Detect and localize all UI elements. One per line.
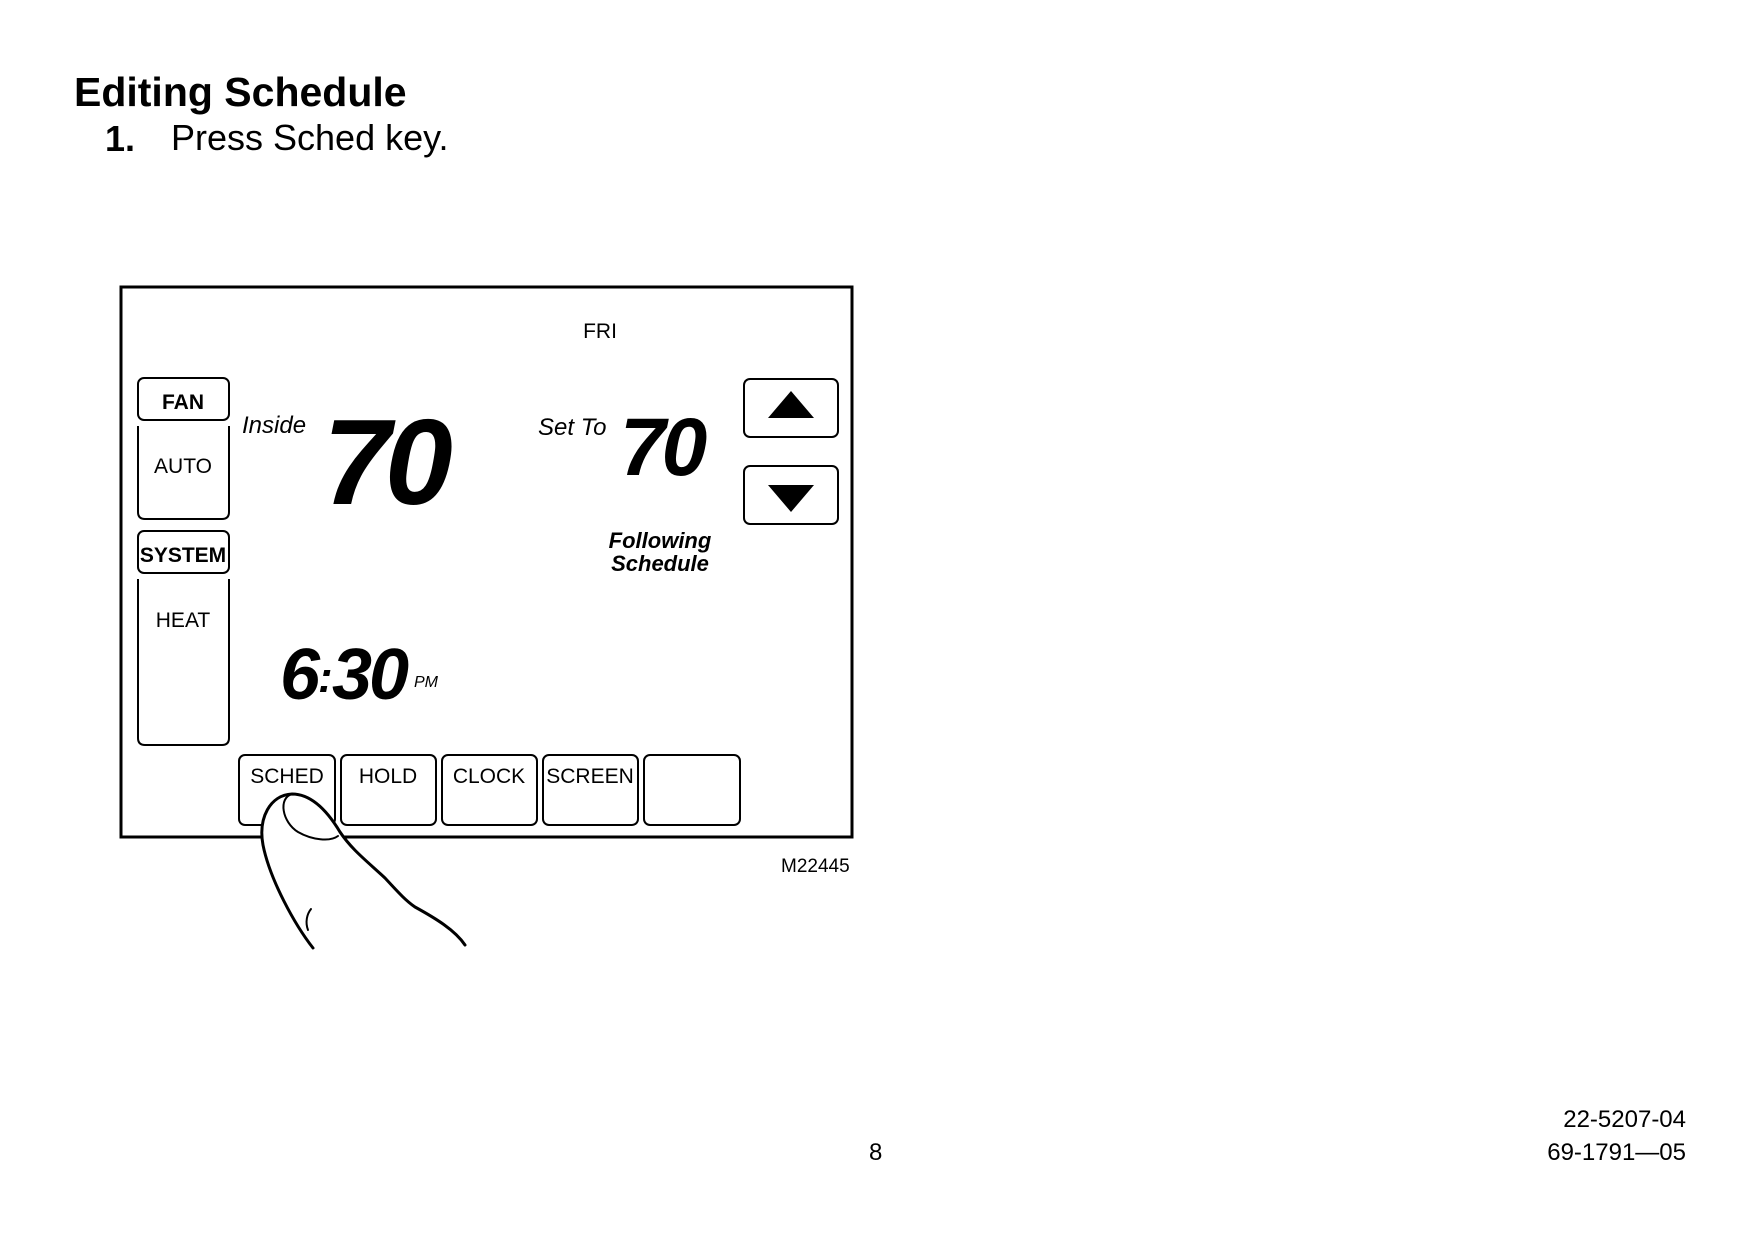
step-number: 1.	[105, 118, 136, 159]
clock-colon: :	[318, 653, 333, 702]
system-value: HEAT	[156, 609, 211, 632]
inside-temp: 70	[323, 394, 452, 530]
clock-hour: 6	[280, 635, 321, 715]
status-line-2: Schedule	[611, 551, 709, 576]
softkey-row: SCHED HOLD CLOCK SCREEN	[238, 754, 741, 826]
triangle-up-icon	[768, 391, 814, 418]
fan-value: AUTO	[154, 455, 212, 478]
down-button[interactable]	[743, 465, 839, 525]
system-button[interactable]	[137, 530, 230, 574]
clock-key-label: CLOCK	[453, 765, 525, 788]
clock-meridiem: PM	[414, 674, 439, 691]
fan-label: FAN	[162, 391, 204, 414]
screen-key[interactable]	[542, 754, 639, 826]
doc-number-1: 22-5207-04	[1563, 1106, 1686, 1133]
status-line-1: Following	[609, 528, 712, 553]
thermostat-screen	[119, 285, 854, 839]
set-to-label: Set To	[538, 414, 607, 441]
inside-label: Inside	[242, 412, 306, 439]
hold-key-label: HOLD	[359, 765, 417, 788]
hold-key[interactable]	[340, 754, 437, 826]
page-heading: Editing Schedule	[74, 69, 407, 115]
screen-key-label: SCREEN	[546, 765, 634, 788]
fan-value-panel	[137, 426, 230, 520]
clock-minutes: 30	[332, 635, 409, 715]
clock-key[interactable]	[441, 754, 538, 826]
system-value-panel	[137, 579, 230, 746]
day-label: FRI	[583, 320, 617, 343]
triangle-down-icon	[768, 485, 814, 512]
doc-number-2: 69-1791—05	[1547, 1139, 1686, 1166]
blank-key[interactable]	[643, 754, 741, 826]
page-number: 8	[869, 1139, 883, 1166]
sched-key-label: SCHED	[250, 765, 324, 788]
set-temp: 70	[620, 402, 707, 493]
system-label: SYSTEM	[140, 544, 226, 567]
figure-id: M22445	[781, 856, 850, 877]
step-text: Press Sched key.	[171, 117, 449, 158]
fan-button[interactable]	[137, 377, 230, 421]
finger-icon	[260, 792, 467, 975]
up-button[interactable]	[743, 378, 839, 438]
